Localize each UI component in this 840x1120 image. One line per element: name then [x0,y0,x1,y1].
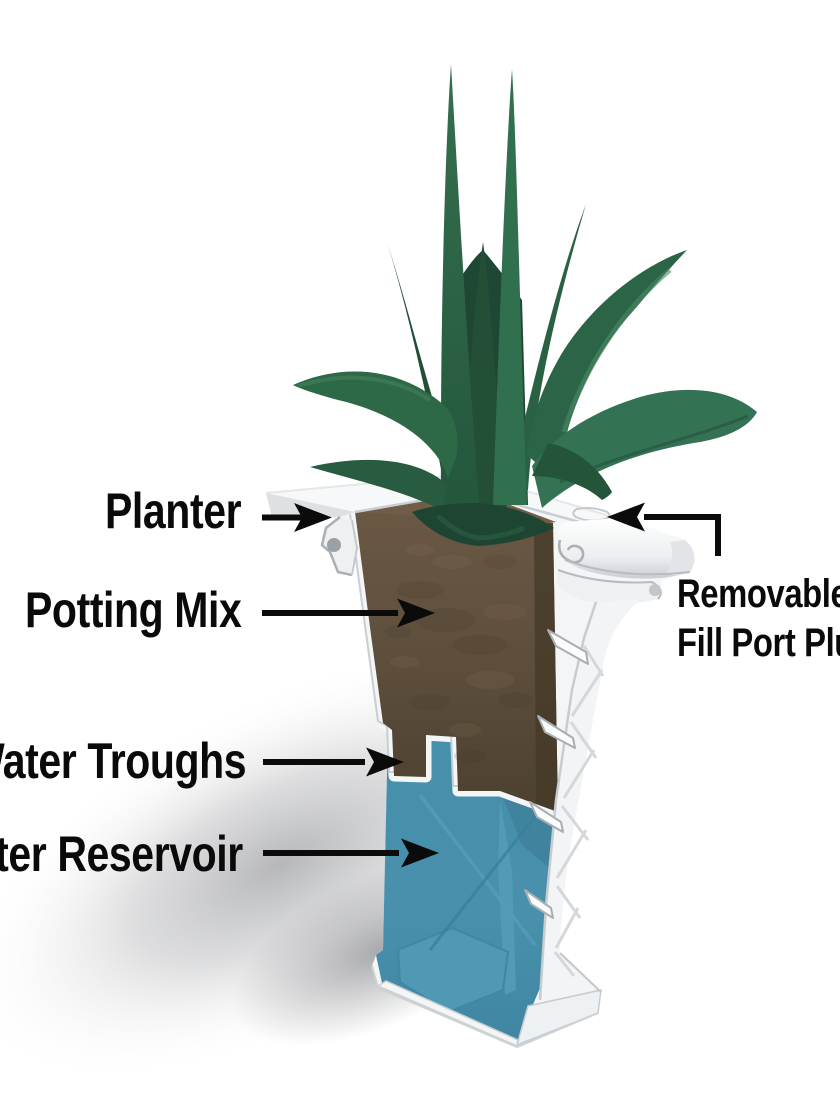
fill-port-arrow [607,502,721,556]
potting-mix-label: Potting Mix [25,582,242,638]
planter-rim [265,472,695,604]
plant [293,64,757,546]
fill-port-label-line2: Fill Port Plug [677,621,840,665]
water-reservoir-label: Water Reservoir [0,826,243,882]
planter-arrow [262,503,332,532]
annotation-arrows [262,502,721,868]
fill-port-label-line1: Removable [677,572,840,616]
planter-foot [371,952,602,1049]
water-troughs-arrow [263,747,404,777]
fill-port-label: Removable Fill Port Plug [677,570,840,668]
planter-label: Planter [105,483,242,539]
right-wall [524,599,640,1013]
water-troughs-label: Water Troughs [0,733,247,789]
water-reservoir-arrow [263,838,439,868]
potting-mix-arrow [262,598,435,628]
